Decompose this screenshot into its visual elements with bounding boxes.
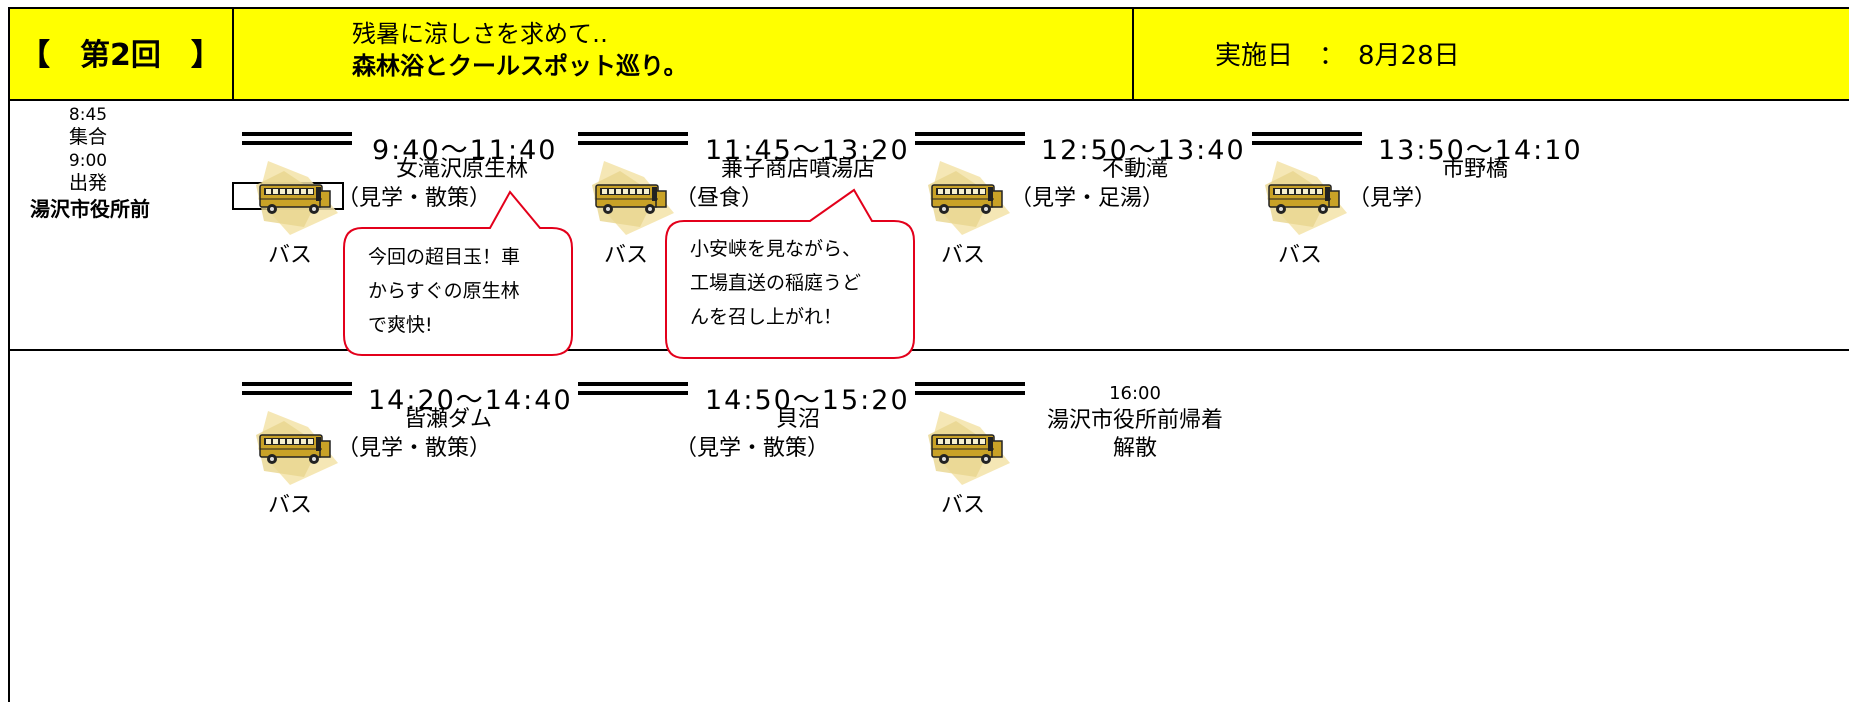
stop-note: （見学・散策）	[337, 186, 492, 211]
callout-line: で爽快!	[368, 314, 433, 336]
header-bottom-border	[10, 99, 1849, 101]
departure-place: 湯沢市役所前	[30, 197, 150, 221]
bus-icon	[586, 155, 682, 237]
gather-label: 集合	[68, 126, 107, 148]
stop-note: （昼食）	[675, 186, 764, 211]
stop-name: 兼子商店噴湯店	[720, 157, 875, 182]
route-line	[1252, 132, 1362, 146]
stop-time: 12:50〜13:40	[1041, 135, 1246, 166]
title-line-1: 残暑に涼しさを求めて‥	[352, 20, 609, 48]
callout-line: 小安峡を見ながら、	[690, 238, 862, 260]
section-divider	[10, 349, 1849, 351]
depart-time: 9:00	[68, 151, 108, 171]
bus-label: バス	[268, 243, 313, 268]
header-top-border	[10, 7, 1849, 9]
bus-label: バス	[604, 243, 649, 268]
header-band	[10, 8, 1849, 100]
bus-icon	[922, 155, 1018, 237]
title-line-2: 森林浴とクールスポット巡り。	[352, 52, 688, 80]
left-border	[8, 7, 10, 702]
callout-text: 小安峡を見ながら、 工場直送の稲庭うど んを召し上がれ！	[690, 232, 861, 334]
route-line	[578, 382, 688, 396]
event-date: 実施日 ： 8月28日	[1215, 41, 1460, 71]
stop-name: 女滝沢原生林	[395, 157, 528, 182]
route-line	[242, 382, 352, 396]
header-divider-2	[1132, 7, 1134, 101]
callout-line: 工場直送の稲庭うど	[690, 272, 862, 294]
stop-note: （見学）	[1348, 186, 1437, 211]
callout-bubble	[665, 188, 915, 359]
arrival-time: 16:00	[1109, 383, 1161, 404]
route-line	[915, 132, 1025, 146]
bus-icon	[250, 405, 346, 487]
stop-time: 14:20〜14:40	[368, 385, 573, 416]
arrival-place: 湯沢市役所前帰着	[1046, 408, 1223, 433]
edition-label: 【 第2回 】	[20, 38, 221, 73]
stop-name: 市野橋	[1441, 157, 1508, 182]
bus-label: バス	[1278, 243, 1323, 268]
bus-label: バス	[941, 493, 986, 518]
stop-name: 貝沼	[775, 407, 820, 432]
bus-icon	[922, 405, 1018, 487]
callout-line: からすぐの原生林	[368, 280, 520, 302]
stop-note: （見学・散策）	[675, 436, 830, 461]
stop-name: 不動滝	[1101, 157, 1168, 182]
stop-time: 13:50〜14:10	[1378, 135, 1583, 166]
stop-time: 14:50〜15:20	[705, 385, 910, 416]
header-divider-1	[232, 7, 234, 101]
stop-time: 9:40〜11:40	[372, 135, 558, 166]
callout-line: 今回の超目玉！車	[368, 246, 521, 268]
callout-line: んを召し上がれ！	[690, 306, 843, 328]
callout-text: 今回の超目玉！車 からすぐの原生林 で爽快!	[368, 240, 520, 342]
stop-note: （見学・足湯）	[1010, 186, 1165, 211]
bus-icon	[1259, 155, 1355, 237]
bus-icon	[250, 155, 346, 237]
route-line	[578, 132, 688, 146]
stop-name: 皆瀬ダム	[403, 407, 492, 432]
bus-label: バス	[941, 243, 986, 268]
route-line	[915, 382, 1025, 396]
route-line	[242, 132, 352, 146]
depart-label: 出発	[68, 172, 107, 194]
stop-time: 11:45〜13:20	[705, 135, 910, 166]
callout-bubble	[343, 190, 573, 356]
dismissal-label: 解散	[1112, 436, 1157, 461]
gather-time: 8:45	[68, 105, 108, 125]
stop-note: （見学・散策）	[337, 436, 492, 461]
bus-label: バス	[268, 493, 313, 518]
